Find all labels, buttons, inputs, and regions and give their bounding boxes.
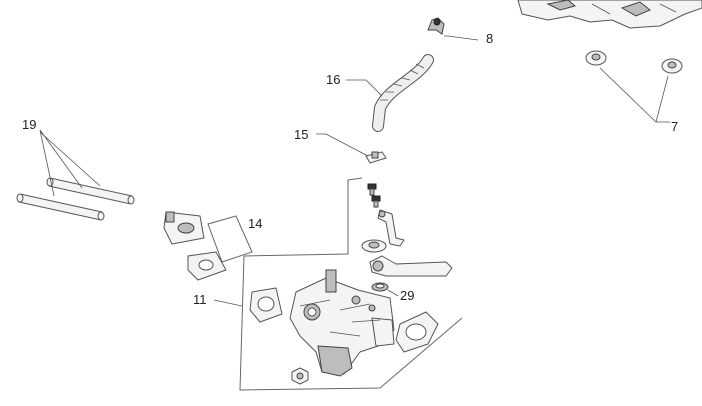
part-19-stud-lower <box>16 193 105 221</box>
leader-15 <box>316 133 369 157</box>
callout-15: 15 <box>294 127 308 142</box>
carburetor-frame-left <box>243 177 363 257</box>
callout-14: 14 <box>248 216 262 231</box>
part-19-stud-upper <box>46 177 135 205</box>
part-29-o-ring <box>371 282 389 292</box>
callout-16: 16 <box>326 72 340 87</box>
callout-8: 8 <box>486 31 493 46</box>
drain-nut <box>291 367 309 385</box>
screw-lower <box>371 195 381 208</box>
washer-throttle <box>361 239 387 253</box>
part-14-frame <box>207 215 253 263</box>
choke-link <box>377 209 405 247</box>
leader-16 <box>346 79 383 97</box>
part-16-fuel-hose <box>372 54 434 132</box>
callout-19: 19 <box>22 117 36 132</box>
callout-7: 7 <box>671 119 678 134</box>
part-11-gasket-left <box>249 287 283 323</box>
part-15-clamp <box>365 151 387 164</box>
part-14-insulator <box>163 211 205 245</box>
leader-11 <box>213 299 243 307</box>
part-7-washer-left <box>585 50 607 66</box>
leader-19 <box>39 129 101 197</box>
leader-7 <box>599 67 670 123</box>
leader-8 <box>444 35 479 41</box>
part-14-gasket <box>187 251 227 281</box>
throttle-lever <box>369 255 453 277</box>
callout-11: 11 <box>193 292 207 307</box>
carburetor-body <box>289 269 395 377</box>
callout-29: 29 <box>400 288 414 303</box>
part-7-washer-right <box>661 58 683 74</box>
engine-housing-part <box>517 0 702 29</box>
carburetor-frame-bottom <box>239 255 463 391</box>
part-8-clip <box>427 17 445 35</box>
leader-29 <box>387 289 399 297</box>
screw-upper <box>367 183 377 196</box>
part-11-gasket-right <box>395 311 439 353</box>
